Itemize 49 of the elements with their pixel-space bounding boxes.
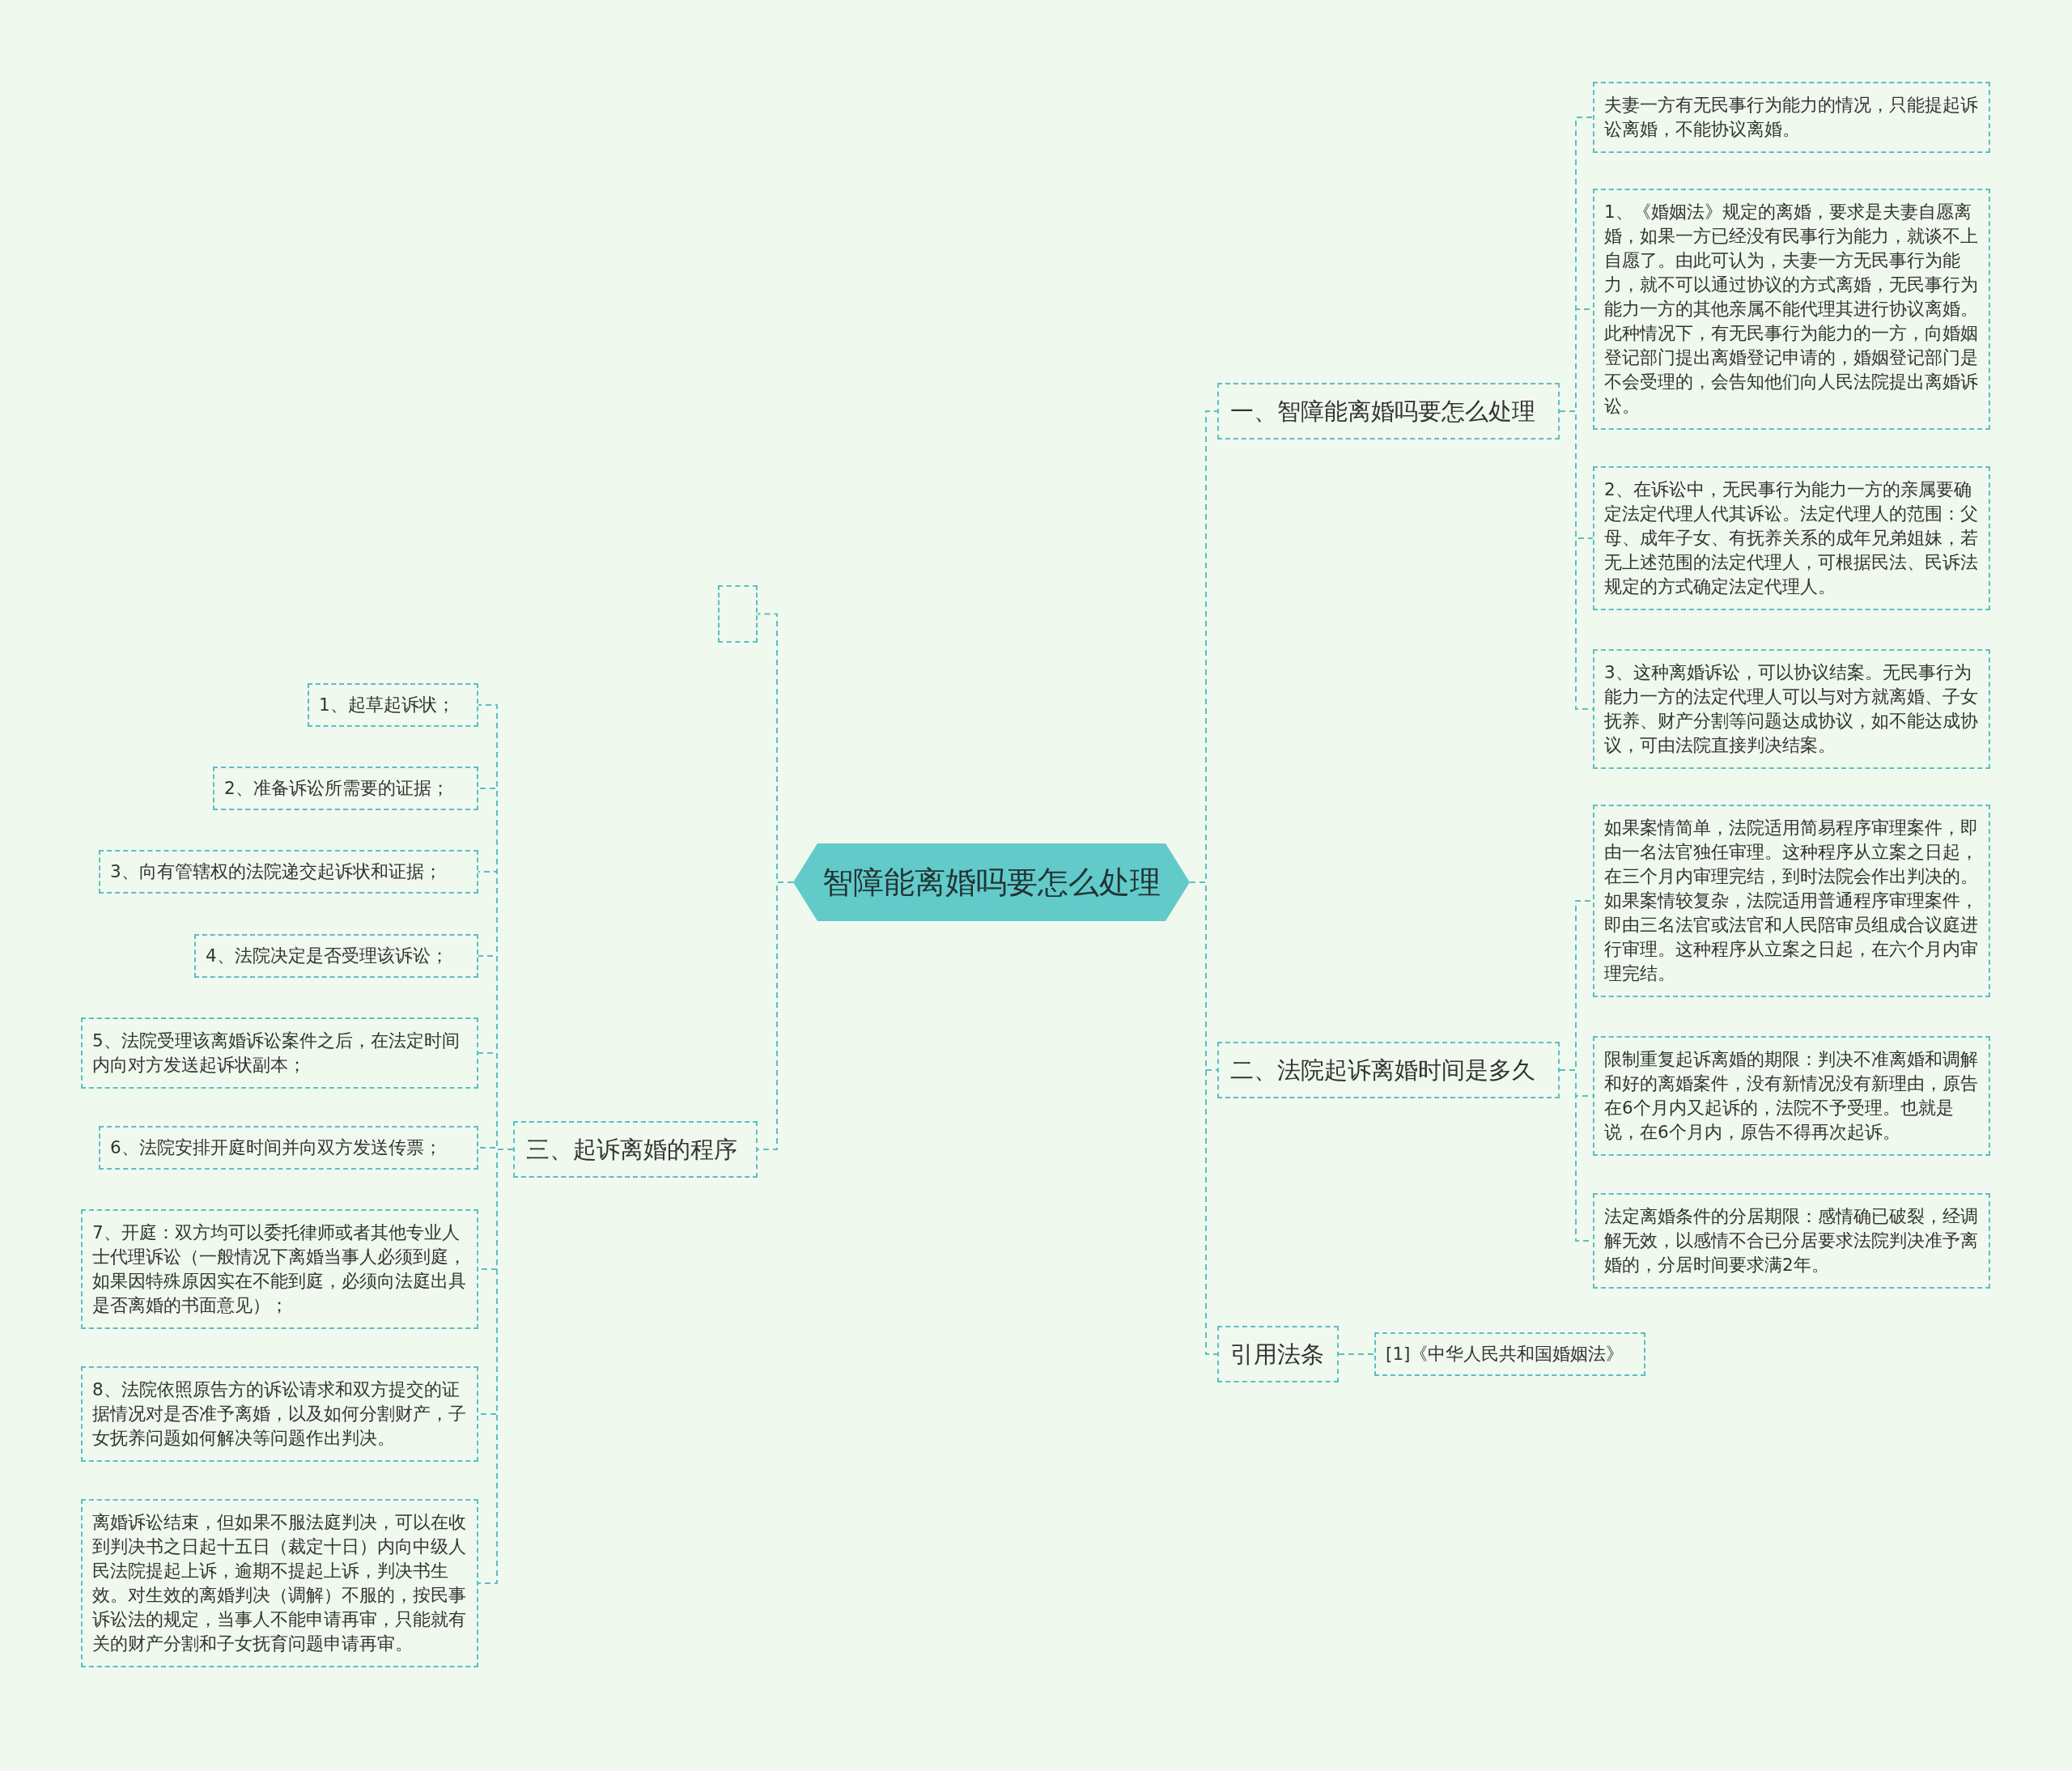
note-text: 限制重复起诉离婚的期限：判决不准离婚和调解和好的离婚案件，没有新情况没有新理由，原告在6个月内又起诉的，法院不予受理。也就是说，在6个月内，原告不得再次起诉。 <box>1604 1048 1979 1144</box>
text-card <box>1593 189 1990 430</box>
note-text: 2、准备诉讼所需要的证据； <box>224 777 450 800</box>
text-card <box>81 1209 478 1329</box>
text-card <box>81 1366 478 1462</box>
text-card <box>1593 649 1990 769</box>
text-card <box>1593 805 1990 997</box>
text-card <box>194 934 478 978</box>
text-card <box>308 683 478 727</box>
branch-topic <box>1217 383 1560 440</box>
note-text: 3、向有管辖权的法院递交起诉状和证据； <box>110 860 443 883</box>
text-card <box>1593 1193 1990 1289</box>
note-text: 如果案情简单，法院适用简易程序审理案件，即由一名法官独任审理。这种程序从立案之日起，在三个月内审理完结，到时法院会作出判决的。如果案情较复杂，法院适用普通程序审理案件，即由三名法官或法官和人民陪审员组成合议庭进行审理。这种程序从立案之日起，在六个月内审理完结。 <box>1604 817 1979 985</box>
note-text: 4、法院决定是否受理该诉讼； <box>206 945 449 967</box>
note-text: 3、这种离婚诉讼，可以协议结案。无民事行为能力一方的法定代理人可以与对方就离婚、子女抚养、财产分割等问题达成协议，如不能达成协议，可由法院直接判决结案。 <box>1604 661 1979 757</box>
note-text: 2、在诉讼中，无民事行为能力一方的亲属要确定法定代理人代其诉讼。法定代理人的范围：父母、成年子女、有抚养关系的成年兄弟姐妹，若无上述范围的法定代理人，可根据民法、民诉法规定的方式确定法定代理人。 <box>1604 478 1979 598</box>
connector-line <box>757 881 794 1150</box>
note-text: 6、法院安排开庭时间并向双方发送传票； <box>110 1136 443 1159</box>
text-card <box>81 1499 478 1667</box>
connector-line <box>478 1149 514 1584</box>
branch-topic <box>1217 1326 1339 1382</box>
topic-text: 一、智障能离婚吗要怎么处理 <box>1230 397 1536 426</box>
branch-topic <box>1217 1042 1560 1098</box>
box-outline <box>718 585 758 643</box>
text-card <box>81 1017 478 1089</box>
text-card <box>1593 82 1990 153</box>
note-text: 5、法院受理该离婚诉讼案件之后，在法定时间内向对方发送起诉状副本； <box>92 1030 461 1077</box>
text-card <box>99 1126 478 1170</box>
text-card <box>213 767 478 810</box>
connector-line <box>1559 410 1594 710</box>
note-text: 1、《婚姻法》规定的离婚，要求是夫妻自愿离婚，如果一方已经没有民事行为能力，就谈不上自愿了。由此可认为，夫妻一方无民事行为能力，就不可以通过协议的方式离婚，无民事行为能力一方的其他亲属不能代理其进行协议离婚。此种情况下，有无民事行为能力的一方，向婚姻登记部门提出离婚登记申请的，婚姻登记部门是不会受理的，会告知他们向人民法院提出离婚诉讼。 <box>1604 201 1979 418</box>
topic-text: 智障能离婚吗要怎么处理 <box>822 863 1161 902</box>
central-topic-hexagon <box>793 843 1190 921</box>
connector-line <box>1338 1353 1375 1355</box>
topic-text: 引用法条 <box>1230 1340 1325 1369</box>
note-text: 1、起草起诉状； <box>319 694 456 716</box>
text-card <box>1593 1036 1990 1156</box>
note-text: 夫妻一方有无民事行为能力的情况，只能提起诉讼离婚，不能协议离婚。 <box>1604 94 1979 141</box>
text-card <box>1593 466 1990 610</box>
text-card <box>1374 1332 1645 1376</box>
note-text: [1]《中华人民共和国婚姻法》 <box>1386 1343 1625 1365</box>
topic-text: 三、起诉离婚的程序 <box>526 1135 738 1164</box>
branch-topic <box>513 1121 758 1178</box>
note-text: 离婚诉讼结束，但如果不服法庭判决，可以在收到判决书之日起十五日（裁定十日）内向中级人民法院提起上诉，逾期不提起上诉，判决书生效。对生效的离婚判决（调解）不服的，按民事诉讼法的规定，当事人不能申请再审，只能就有关的财产分割和子女抚育问题申请再审。 <box>92 1511 467 1655</box>
note-text: 法定离婚条件的分居期限：感情确已破裂，经调解无效，以感情不合已分居要求法院判决准予离婚的，分居时间要求满2年。 <box>1604 1205 1979 1276</box>
note-text: 8、法院依照原告方的诉讼请求和双方提交的证据情况对是否准予离婚，以及如何分割财产，子女抚养问题如何解决等问题作出判决。 <box>92 1378 467 1450</box>
topic-text: 二、法院起诉离婚时间是多久 <box>1230 1055 1536 1085</box>
text-card <box>99 850 478 894</box>
note-text: 7、开庭：双方均可以委托律师或者其他专业人士代理诉讼（一般情况下离婚当事人必须到庭，如果因特殊原因实在不能到庭，必须向法庭出具是否离婚的书面意见）； <box>92 1221 467 1317</box>
